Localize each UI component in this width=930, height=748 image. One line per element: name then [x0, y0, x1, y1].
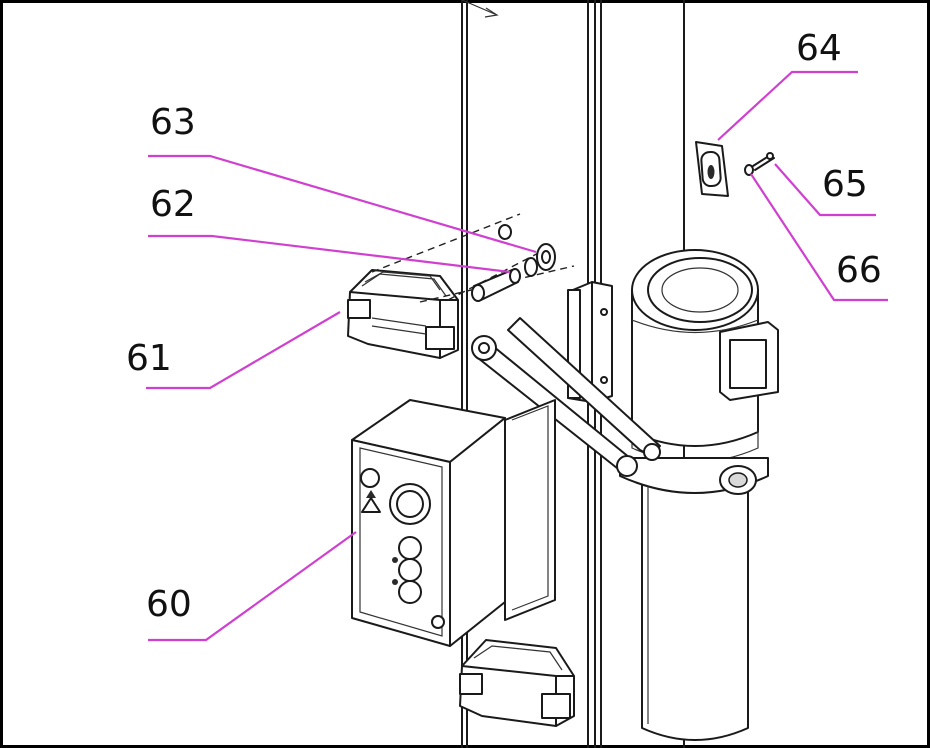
callout-label-65: 65: [822, 164, 868, 205]
callout-60: 60: [146, 531, 357, 642]
pin-and-nut-assembly: [371, 213, 575, 303]
leader-line-61: [146, 311, 341, 390]
callout-label-66: 66: [836, 250, 882, 291]
leader-line-63: [148, 154, 537, 254]
screw-part: [744, 152, 775, 176]
bracket-plate-part: [695, 141, 729, 197]
callout-65: 65: [774, 163, 876, 217]
leader-line-60: [148, 531, 357, 642]
callout-64: 64: [717, 28, 858, 141]
control-box: [351, 399, 556, 647]
callout-62: 62: [148, 184, 511, 274]
leader-line-66: [750, 173, 888, 302]
leader-line-65: [774, 163, 876, 217]
callout-61: 61: [126, 311, 341, 390]
callout-63: 63: [148, 102, 537, 254]
callout-label-61: 61: [126, 338, 172, 379]
leader-line-64: [717, 70, 858, 141]
pin-part: [471, 268, 521, 302]
hydraulic-reservoir: [619, 457, 769, 741]
leader-line-62: [148, 234, 511, 274]
callout-label-62: 62: [150, 184, 196, 225]
callout-66: 66: [750, 173, 888, 302]
electric-motor: [631, 249, 779, 463]
upper-pulley-block: [347, 269, 459, 359]
lower-pulley-block: [459, 639, 575, 727]
callout-label-64: 64: [796, 28, 842, 69]
nut-washer-part: [524, 243, 556, 277]
callout-label-63: 63: [150, 102, 196, 143]
callout-label-60: 60: [146, 584, 192, 625]
control-panel-buttons: [360, 468, 445, 629]
